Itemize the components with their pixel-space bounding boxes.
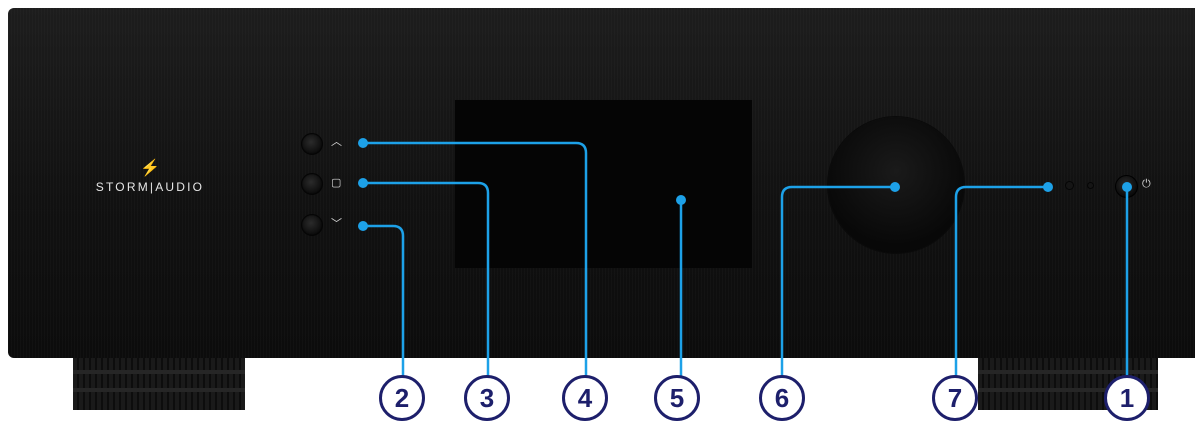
status-led-2 xyxy=(1087,182,1094,189)
callout-dot-1 xyxy=(1122,182,1132,192)
callout-dot-3 xyxy=(358,178,368,188)
chevron-up-icon: ︿ xyxy=(331,136,342,148)
callout-line-2 xyxy=(363,224,405,376)
callout-line-7 xyxy=(954,185,1048,376)
power-icon: ⏻ xyxy=(1142,178,1151,190)
callout-number-4: 4 xyxy=(562,375,608,421)
left-foot xyxy=(73,358,245,410)
callout-number-7: 7 xyxy=(932,375,978,421)
display-screen xyxy=(455,100,752,268)
callout-dot-4 xyxy=(358,138,368,148)
brand-name: STORM|AUDIO xyxy=(95,180,205,194)
callout-number-5: 5 xyxy=(654,375,700,421)
status-led-1 xyxy=(1065,181,1074,190)
callout-dot-7 xyxy=(1043,182,1053,192)
callout-line-6 xyxy=(780,185,895,376)
callout-number-3: 3 xyxy=(464,375,510,421)
bolt-icon: ⚡ xyxy=(140,160,160,177)
up-button xyxy=(301,133,323,155)
callout-number-2: 2 xyxy=(379,375,425,421)
chevron-down-icon: ﹀ xyxy=(331,218,342,230)
square-icon: ▢ xyxy=(331,177,342,189)
callout-number-1: 1 xyxy=(1104,375,1150,421)
callout-lines-group xyxy=(358,138,1132,376)
callout-dot-6 xyxy=(890,182,900,192)
callout-dot-5 xyxy=(676,195,686,205)
callout-line-4 xyxy=(363,141,588,376)
down-button xyxy=(301,214,323,236)
brand-logo: ⚡ STORM|AUDIO xyxy=(85,160,215,194)
select-button xyxy=(301,173,323,195)
callout-number-6: 6 xyxy=(759,375,805,421)
callout-dot-2 xyxy=(358,221,368,231)
callout-line-3 xyxy=(363,181,490,376)
